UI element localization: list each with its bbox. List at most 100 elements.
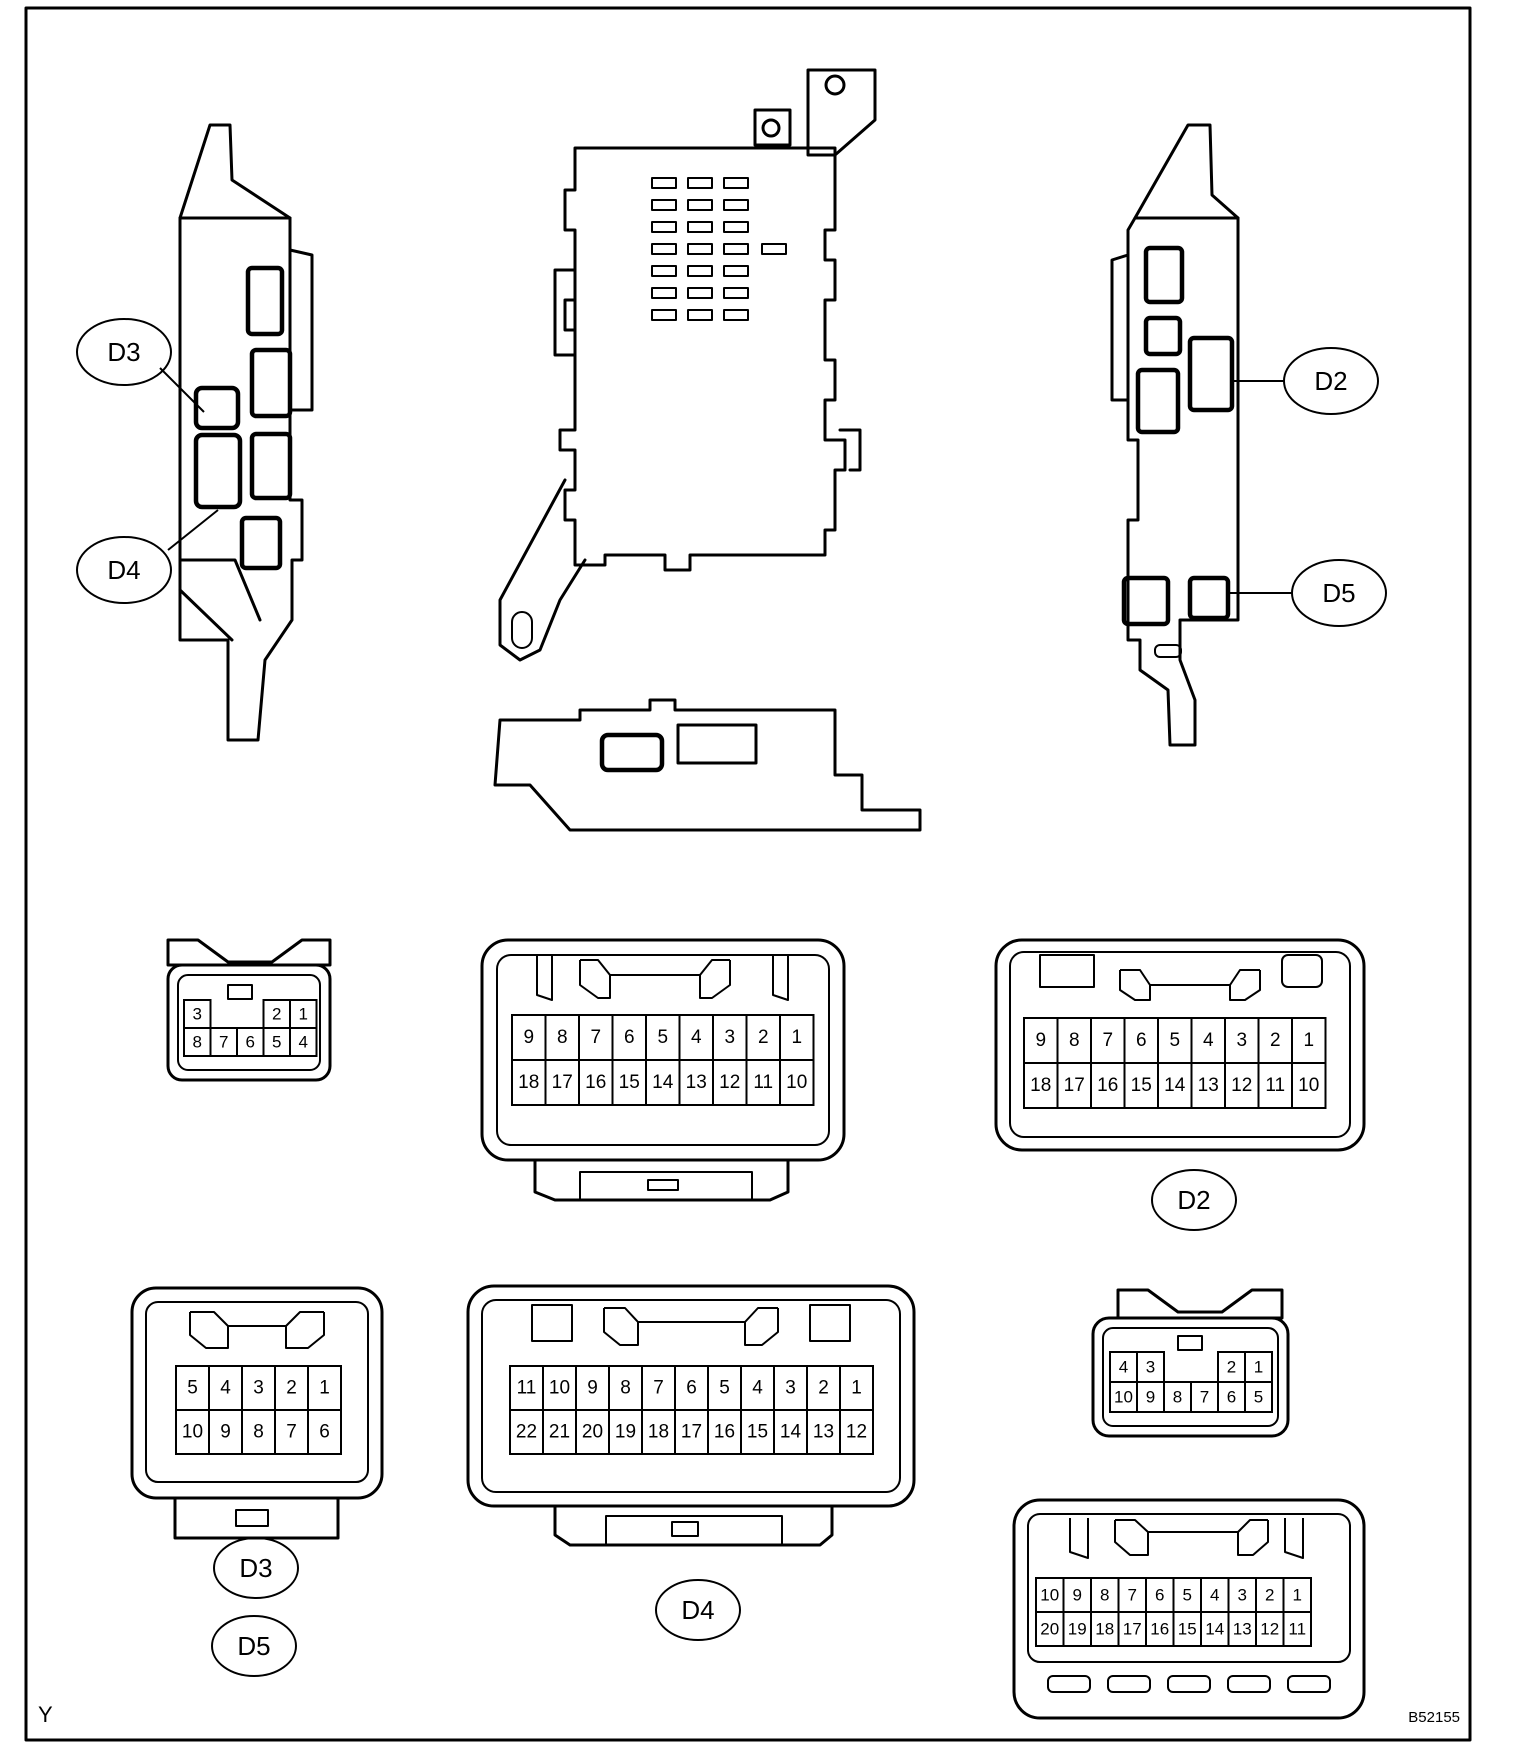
pin-cell	[1172, 1611, 1202, 1647]
pin-cell	[1190, 1381, 1219, 1413]
pin-cell	[175, 1365, 210, 1411]
pin-number: 7	[1200, 1388, 1209, 1407]
pin-number: 17	[552, 1072, 573, 1093]
pin-number: 2	[272, 1005, 281, 1024]
pin-number: 6	[686, 1378, 697, 1399]
pin-number: 5	[657, 1027, 668, 1048]
callout-d5	[211, 1615, 297, 1677]
pin-number: 10	[1298, 1075, 1319, 1096]
pin-number: 4	[299, 1033, 308, 1052]
corner-mark: Y	[38, 1702, 53, 1727]
pin-number: 5	[719, 1378, 730, 1399]
pin-cell	[1257, 1017, 1293, 1064]
pin-number: 10	[786, 1072, 807, 1093]
pin-number: 20	[582, 1422, 603, 1443]
pin-number: 6	[319, 1422, 330, 1443]
center-front-view	[498, 68, 877, 662]
pin-number: 17	[1064, 1075, 1085, 1096]
fuse-grid	[651, 177, 787, 321]
pin-number: 10	[549, 1378, 570, 1399]
callout-top-d3-label: D3	[107, 337, 140, 367]
pin-cell	[1282, 1611, 1312, 1647]
pin-number: 9	[220, 1422, 231, 1443]
callout-d3	[213, 1537, 299, 1599]
callout-d3-label: D3	[239, 1553, 272, 1583]
pin-number: 11	[1265, 1075, 1285, 1096]
pin-number: 18	[648, 1422, 669, 1443]
pin-cell	[839, 1409, 874, 1455]
pin-cell	[839, 1365, 874, 1411]
pin-cell	[712, 1059, 748, 1106]
pin-number: 1	[299, 1005, 308, 1024]
pin-cell	[674, 1409, 709, 1455]
pin-number: 6	[1155, 1586, 1164, 1605]
pin-cell	[1056, 1062, 1092, 1109]
pin-number: 7	[286, 1422, 297, 1443]
pin-cell	[608, 1409, 643, 1455]
pin-number: 18	[518, 1072, 539, 1093]
center-bottom-view	[493, 698, 922, 832]
callout-top-d5	[1291, 559, 1387, 627]
pin-number: 2	[286, 1378, 297, 1399]
pin-cell	[773, 1365, 808, 1411]
pin-cell	[1056, 1017, 1092, 1064]
pin-number: 16	[1097, 1075, 1118, 1096]
pin-number: 5	[272, 1033, 281, 1052]
pin-number: 19	[1068, 1620, 1087, 1639]
pin-number: 5	[187, 1378, 198, 1399]
pin-number: 13	[1198, 1075, 1219, 1096]
pin-number: 1	[1303, 1030, 1314, 1051]
pin-cell	[773, 1409, 808, 1455]
right-side-view	[1110, 123, 1240, 747]
callout-d4-label: D4	[681, 1595, 714, 1625]
pin-number: 1	[1293, 1586, 1302, 1605]
pin-cell	[1090, 1062, 1126, 1109]
pin-cell	[241, 1409, 276, 1455]
pin-cell	[779, 1059, 815, 1106]
pin-number: 2	[1270, 1030, 1281, 1051]
pin-cell	[611, 1014, 647, 1061]
pin-number: 12	[719, 1072, 740, 1093]
pin-cell	[1123, 1017, 1159, 1064]
pin-number: 12	[1260, 1620, 1279, 1639]
pin-cell	[1109, 1351, 1138, 1383]
pin-cell	[578, 1014, 614, 1061]
callout-top-d4-label: D4	[107, 555, 140, 585]
pin-number: 3	[253, 1378, 264, 1399]
pin-number: 7	[219, 1033, 228, 1052]
pin-number: 17	[681, 1422, 702, 1443]
pin-number: 15	[1178, 1620, 1197, 1639]
pin-number: 13	[813, 1422, 834, 1443]
pin-number: 16	[714, 1422, 735, 1443]
pin-number: 18	[1095, 1620, 1114, 1639]
pin-number: 17	[1123, 1620, 1142, 1639]
pin-cell	[674, 1365, 709, 1411]
pin-number: 19	[615, 1422, 636, 1443]
pin-number: 18	[1030, 1075, 1051, 1096]
callout-top-d2	[1283, 347, 1379, 415]
pin-number: 15	[747, 1422, 768, 1443]
pin-number: 8	[1069, 1030, 1080, 1051]
pin-cell	[1136, 1351, 1165, 1383]
pin-cell	[779, 1014, 815, 1061]
pin-number: 3	[724, 1027, 735, 1048]
pin-number: 11	[517, 1378, 537, 1399]
pin-number: 6	[246, 1033, 255, 1052]
figure-code: B52155	[1408, 1709, 1460, 1726]
callout-top-d4	[76, 536, 172, 604]
pin-number: 3	[785, 1378, 796, 1399]
pin-number: 13	[1233, 1620, 1252, 1639]
pin-cell	[1190, 1062, 1226, 1109]
pin-cell	[289, 1027, 318, 1057]
pin-number: 1	[1254, 1358, 1263, 1377]
left-side-view	[178, 123, 314, 742]
pin-cell	[208, 1365, 243, 1411]
pin-number: 2	[1265, 1586, 1274, 1605]
pin-number: 3	[193, 1005, 202, 1024]
pin-number: 9	[1073, 1586, 1082, 1605]
